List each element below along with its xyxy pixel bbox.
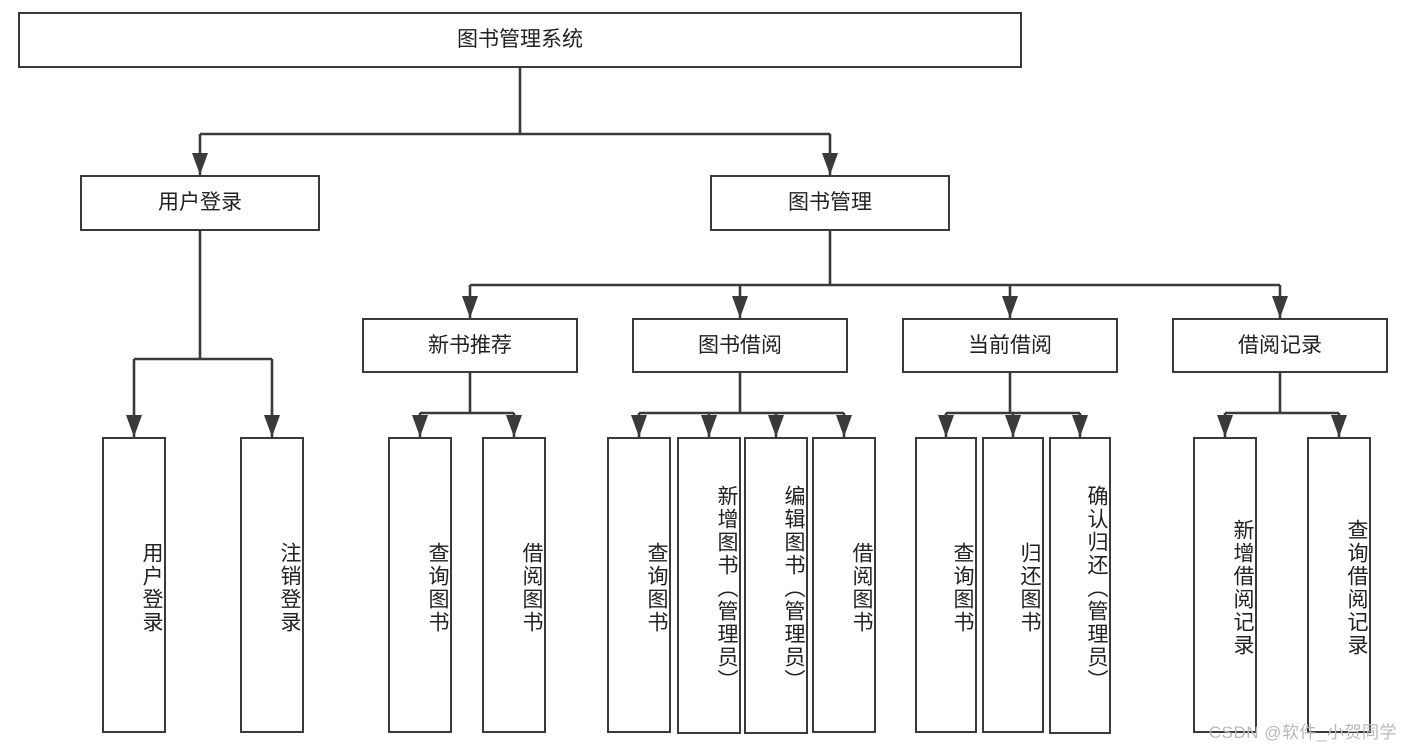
- node-leaf-borrow-book-2-label: 借阅图书: [850, 542, 873, 634]
- node-leaf-add-record[interactable]: 新增借阅记录: [1193, 437, 1257, 733]
- csdn-watermark: CSDN @软件_小贺同学: [1208, 723, 1397, 742]
- node-root[interactable]: 图书管理系统: [18, 12, 1022, 68]
- node-leaf-add-record-label: 新增借阅记录: [1231, 519, 1254, 657]
- node-book-manage-label: 图书管理: [788, 191, 872, 215]
- node-leaf-user-login[interactable]: 用户登录: [102, 437, 166, 733]
- node-leaf-query-book-2[interactable]: 查询图书: [607, 437, 671, 733]
- node-book-borrow-label: 图书借阅: [698, 333, 782, 357]
- node-leaf-borrow-book-1-label: 借阅图书: [520, 542, 543, 634]
- node-leaf-user-login-label: 用户登录: [140, 542, 163, 634]
- node-user-login-label: 用户登录: [158, 191, 242, 215]
- node-borrow-record[interactable]: 借阅记录: [1172, 318, 1388, 373]
- node-leaf-add-book-label: 新增图书（管理员）: [715, 485, 738, 692]
- node-new-book-recommend-label: 新书推荐: [428, 333, 512, 357]
- node-leaf-borrow-book-2[interactable]: 借阅图书: [812, 437, 876, 733]
- node-user-login[interactable]: 用户登录: [80, 175, 320, 231]
- node-current-borrow[interactable]: 当前借阅: [902, 318, 1118, 373]
- node-leaf-query-record-label: 查询借阅记录: [1345, 519, 1368, 657]
- node-leaf-edit-book-label: 编辑图书（管理员）: [782, 485, 805, 692]
- node-leaf-confirm-return[interactable]: 确认归还（管理员）: [1049, 437, 1111, 734]
- node-leaf-query-book-1-label: 查询图书: [426, 542, 449, 634]
- node-leaf-borrow-book-1[interactable]: 借阅图书: [482, 437, 546, 733]
- node-leaf-logout[interactable]: 注销登录: [240, 437, 304, 733]
- node-leaf-query-book-1[interactable]: 查询图书: [388, 437, 452, 733]
- node-leaf-logout-label: 注销登录: [278, 542, 301, 634]
- node-leaf-add-book[interactable]: 新增图书（管理员）: [677, 437, 741, 734]
- node-borrow-record-label: 借阅记录: [1238, 333, 1322, 357]
- node-new-book-recommend[interactable]: 新书推荐: [362, 318, 578, 373]
- node-leaf-return-book[interactable]: 归还图书: [982, 437, 1044, 733]
- node-leaf-query-book-3-label: 查询图书: [951, 542, 974, 634]
- node-book-borrow[interactable]: 图书借阅: [632, 318, 848, 373]
- node-leaf-query-record[interactable]: 查询借阅记录: [1307, 437, 1371, 733]
- node-book-manage[interactable]: 图书管理: [710, 175, 950, 231]
- node-leaf-confirm-return-label: 确认归还（管理员）: [1085, 485, 1108, 692]
- node-current-borrow-label: 当前借阅: [968, 333, 1052, 357]
- node-root-label: 图书管理系统: [457, 28, 583, 52]
- node-leaf-query-book-2-label: 查询图书: [645, 542, 668, 634]
- node-leaf-edit-book[interactable]: 编辑图书（管理员）: [744, 437, 808, 734]
- node-leaf-return-book-label: 归还图书: [1018, 542, 1041, 634]
- node-leaf-query-book-3[interactable]: 查询图书: [915, 437, 977, 733]
